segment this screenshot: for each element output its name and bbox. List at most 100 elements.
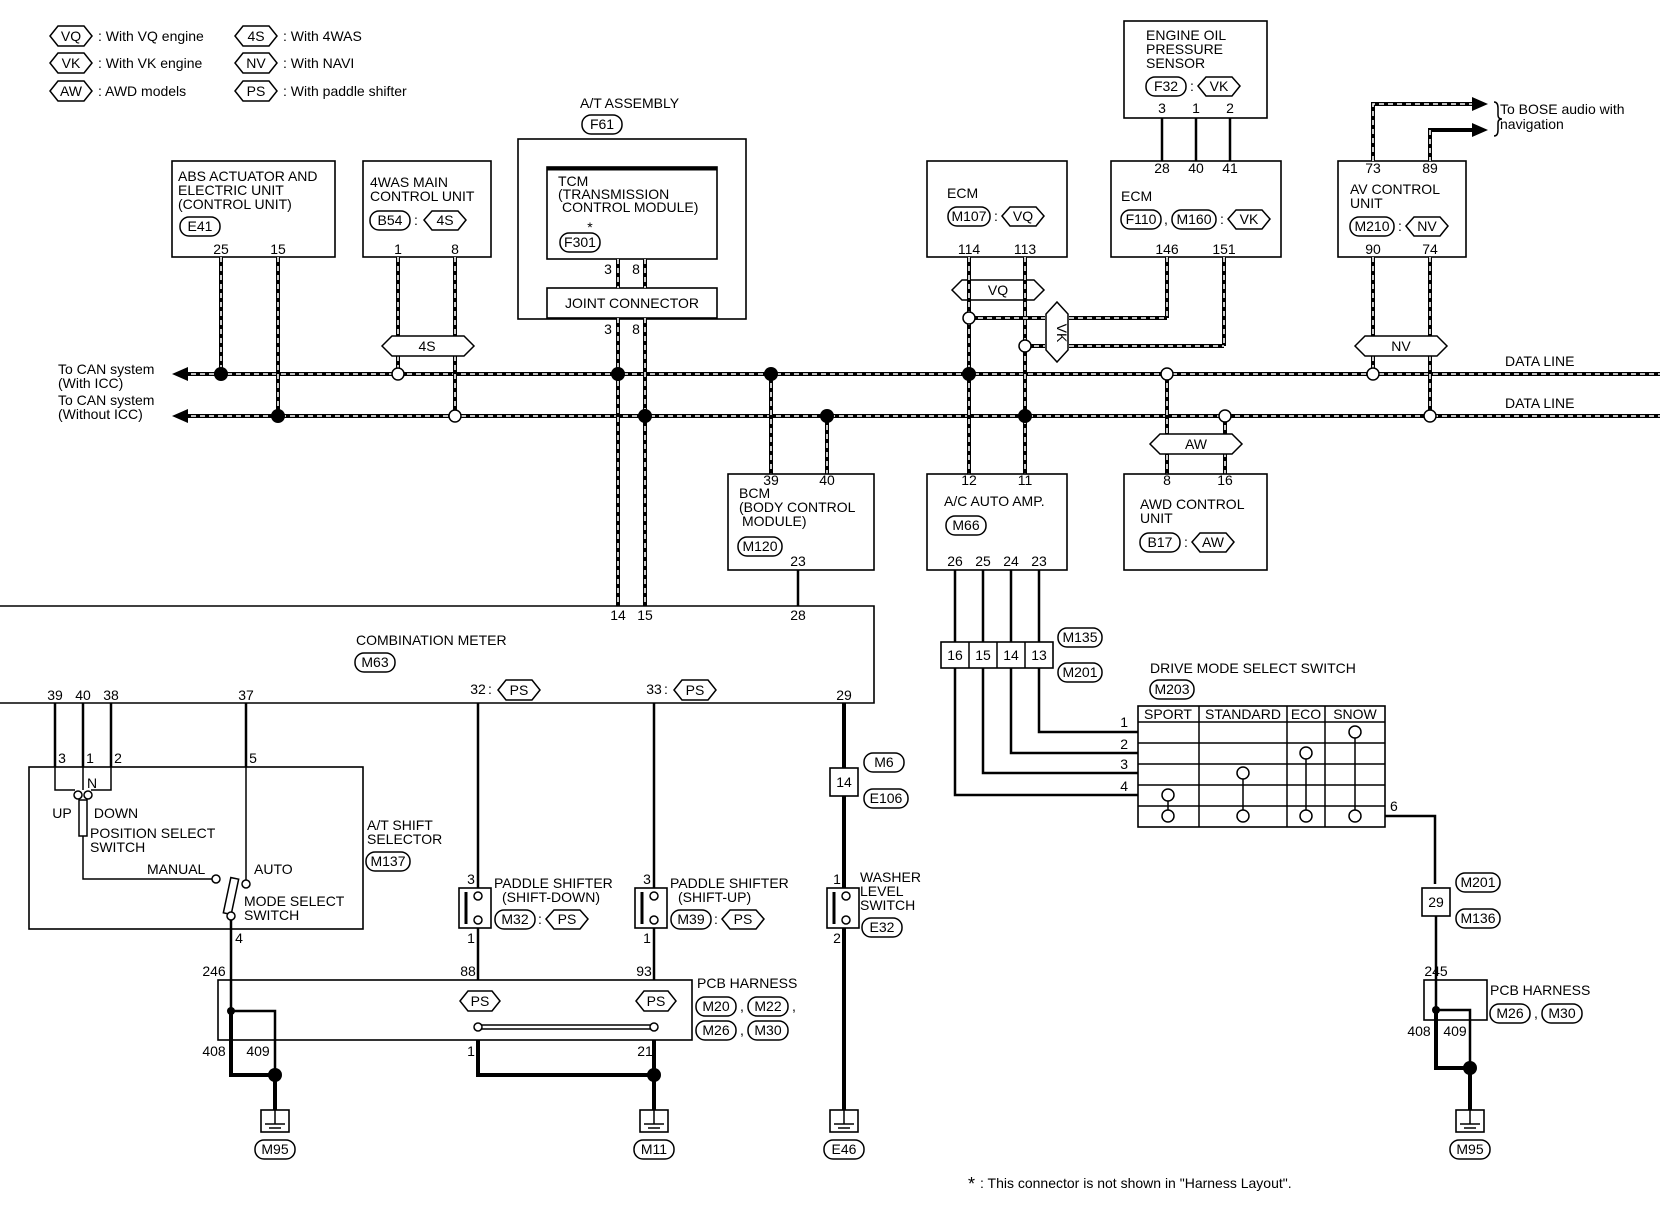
ecm-vk-connector-2: M160: [1176, 211, 1211, 227]
awd-pin-8: 8: [1163, 472, 1171, 488]
legend-code-ps: PS: [247, 83, 266, 99]
washer-label-3: SWITCH: [860, 897, 915, 913]
jc3-connector-1: M201: [1460, 874, 1495, 890]
shift-manual-label: MANUAL: [147, 861, 206, 877]
psd-ps-tag: PS: [558, 911, 577, 927]
shift-down-label: DOWN: [94, 805, 138, 821]
abs-connector: E41: [188, 218, 213, 234]
jc2-connector-2: E106: [870, 790, 903, 806]
shift-pin-2: 2: [114, 750, 122, 766]
ecm-vq-pin-113: 113: [1014, 241, 1037, 257]
acamp-pin-23: 23: [1031, 553, 1047, 569]
washer-pin-1: 1: [833, 871, 841, 887]
legend-text-aw: : AWD models: [98, 83, 186, 99]
can-without-icc-label-1: To CAN system: [58, 392, 154, 408]
svg-text::: :: [414, 212, 418, 228]
pcb1-pin-409: 409: [246, 1043, 270, 1059]
shift-ps-label-2: SWITCH: [90, 839, 145, 855]
shift-auto-label: AUTO: [254, 861, 293, 877]
pcb2-connector-1: M26: [1496, 1005, 1523, 1021]
footnote-text: : This connector is not shown in "Harnes…: [980, 1175, 1292, 1191]
tcm-pin-3: 3: [604, 261, 612, 277]
at-connector: F61: [590, 116, 614, 132]
footnote: * : This connector is not shown in "Harn…: [968, 1174, 1292, 1194]
abs-label-1: ABS ACTUATOR AND: [178, 168, 318, 184]
abs-pin-15: 15: [270, 241, 286, 257]
meter-title: COMBINATION METER: [356, 632, 507, 648]
acamp-label: A/C AUTO AMP.: [944, 493, 1045, 509]
acamp-pin-25: 25: [975, 553, 991, 569]
shift-pin-4: 4: [235, 930, 243, 946]
tcm-label-1: TCM: [558, 173, 588, 189]
meter-pin-37: 37: [238, 687, 254, 703]
dms-pin-6: 6: [1390, 798, 1398, 814]
psd-label-1: PADDLE SHIFTER: [494, 875, 613, 891]
data-line-label-upper: DATA LINE: [1505, 353, 1575, 369]
meter-pin-40: 40: [75, 687, 91, 703]
pcb1-connector-1: M20: [702, 998, 729, 1014]
svg-text::: :: [714, 911, 718, 927]
ecm-vq-pin-114: 114: [958, 241, 981, 257]
joint-pin-8: 8: [632, 321, 640, 337]
legend-code-aw: AW: [60, 83, 83, 99]
ecm-vq: ECM M107 : VQ 114 113 VQ: [926, 160, 1068, 474]
psd-label-2: (SHIFT-DOWN): [502, 889, 600, 905]
ecm-vk-sep: ,: [1164, 211, 1168, 227]
abs-pin-25: 25: [213, 241, 229, 257]
ground-label-4: M95: [1456, 1141, 1483, 1157]
ecm-vk-pin-28: 28: [1154, 160, 1170, 176]
pcb2-pin-245: 245: [1424, 963, 1448, 979]
aw-tag: AW: [1185, 436, 1208, 452]
meter-ps-tag-1: PS: [510, 682, 529, 698]
shift-ms-label-1: MODE SELECT: [244, 893, 345, 909]
awd-label-1: AWD CONTROL: [1140, 496, 1245, 512]
bose-label-2: navigation: [1500, 116, 1564, 132]
psd-pin-3: 3: [467, 871, 475, 887]
eop-label-1: ENGINE OIL: [1146, 27, 1226, 43]
pcb2-connector-2: M30: [1548, 1005, 1575, 1021]
awd-option: AW: [1202, 534, 1225, 550]
acamp-pin-11: 11: [1018, 472, 1033, 488]
bcm-pin-23: 23: [790, 553, 806, 569]
awd-control-unit: AW 8 16 AWD CONTROL UNIT B17 : AW: [1123, 367, 1268, 571]
psu-ps-tag: PS: [734, 911, 753, 927]
paddle-shifter-down: 3 1 PADDLE SHIFTER (SHIFT-DOWN) M32 : PS: [458, 703, 613, 980]
jc2-pin-14: 14: [836, 774, 852, 790]
dms-col-eco: ECO: [1291, 706, 1321, 722]
acamp-pin-26: 26: [947, 553, 963, 569]
ecm-vk-pin-146: 146: [1155, 241, 1179, 257]
ecm-vq-title: ECM: [947, 185, 978, 201]
meter-pin-29: 29: [836, 687, 852, 703]
4was-label-2: CONTROL UNIT: [370, 188, 475, 204]
shift-n-label: N: [87, 775, 97, 791]
can-with-icc-label-2: (With ICC): [58, 375, 123, 391]
jc1-pin-14: 14: [1003, 647, 1019, 663]
washer-pin-2: 2: [833, 930, 841, 946]
tcm-pin-8: 8: [632, 261, 640, 277]
legend-text-vk: : With VK engine: [98, 55, 202, 71]
svg-text::: :: [1184, 534, 1188, 550]
acamp-connector: M66: [952, 517, 979, 533]
eop-connector: F32: [1154, 78, 1178, 94]
pcb1-pin-246: 246: [202, 963, 226, 979]
meter-pin-28: 28: [790, 607, 806, 623]
svg-text::: :: [1398, 218, 1402, 234]
jc1-pin-13: 13: [1031, 647, 1047, 663]
av-pin-89: 89: [1422, 160, 1438, 176]
tcm-label-2: (TRANSMISSION: [558, 186, 669, 202]
meter-sep-2: :: [664, 681, 668, 697]
meter-ps-tag-2: PS: [686, 682, 705, 698]
washer-label-1: WASHER: [860, 869, 921, 885]
av-pin-74: 74: [1422, 241, 1438, 257]
meter-pin-38: 38: [103, 687, 119, 703]
4was-pin-1: 1: [394, 241, 402, 257]
awd-label-2: UNIT: [1140, 510, 1173, 526]
shift-pin-3: 3: [58, 750, 66, 766]
dms-row-4: 4: [1120, 778, 1128, 794]
bcm-label-1: BCM: [739, 485, 770, 501]
can-bus: To CAN system (With ICC) To CAN system (…: [58, 353, 1660, 423]
jc1-connector-1: M135: [1062, 629, 1097, 645]
can-without-icc-label-2: (Without ICC): [58, 406, 143, 422]
paddle-shifter-up: 3 1 PADDLE SHIFTER (SHIFT-UP) M39 : PS: [634, 703, 789, 980]
